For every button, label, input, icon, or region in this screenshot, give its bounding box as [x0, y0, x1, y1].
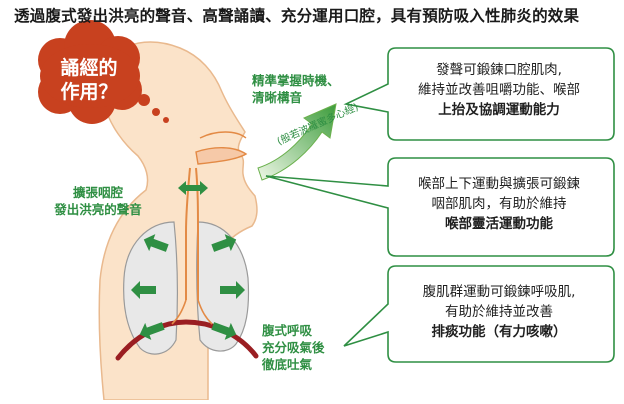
callout-line: 有助於維持並改善 — [445, 304, 553, 320]
thought-bubble-dot — [138, 94, 150, 106]
pharynx-label-line-2: 發出洪亮的聲音 — [54, 202, 142, 217]
callout-line: 腹肌群運動可鍛鍊呼吸肌, — [422, 284, 576, 300]
callout-mouth: 發聲可鍛鍊口腔肌肉, 維持並改善咀嚼功能、喉部 上抬及協調運動能力 — [390, 60, 608, 120]
callout-frame-3 — [343, 265, 615, 363]
callout-line-emphasis: 喉部靈活運動功能 — [445, 216, 553, 232]
cloud-line-1: 誦經的 — [60, 57, 118, 79]
thought-bubble-dot — [152, 108, 160, 116]
diaphragm — [115, 319, 259, 361]
callout-line: 咽部肌肉，有助於維持 — [431, 196, 567, 212]
arrow-icon — [139, 322, 165, 340]
pharynx-label-line-1: 擴張咽腔 — [72, 185, 123, 200]
callout-frames — [265, 47, 615, 363]
oral-cavity — [195, 147, 248, 165]
pharynx-label: 擴張咽腔 發出洪亮的聲音 — [36, 184, 160, 218]
thought-cloud — [38, 20, 169, 124]
speech-arrow-icon — [257, 103, 337, 181]
callout-line: 維持並改善咀嚼功能、喉部 — [418, 82, 580, 98]
abdomen-label-line-2: 充分吸氣後 — [262, 340, 325, 355]
mouth-label-line-2: 清晰構音 — [252, 90, 303, 105]
abdomen-label-line-1: 腹式呼吸 — [262, 323, 313, 338]
cloud-question: 誦經的 作用？ — [48, 56, 130, 104]
chest-arrows — [131, 234, 245, 340]
bronchi — [171, 299, 213, 325]
abdomen-label: 腹式呼吸 充分吸氣後 徹底吐氣 — [262, 322, 325, 373]
callout-line-emphasis: 上抬及協調運動能力 — [438, 102, 560, 118]
nasal-cavity — [199, 131, 247, 139]
arrow-icon — [211, 234, 237, 252]
pharynx-double-arrow-icon — [178, 181, 208, 195]
cloud-line-2: 作用？ — [60, 81, 118, 103]
arrow-icon — [220, 281, 245, 299]
mouth-label: 精準掌握時機、 清晰構音 — [252, 72, 340, 106]
callout-abdomen: 腹肌群運動可鍛鍊呼吸肌, 有助於維持並改善 排痰功能（有力咳嗽） — [390, 282, 608, 342]
callout-line: 喉部上下運動與擴張可鍛鍊 — [418, 176, 580, 192]
callout-frame-2 — [265, 157, 615, 257]
callout-line: 發聲可鍛鍊口腔肌肉, — [436, 62, 562, 78]
page-title: 透過腹式發出洪亮的聲音、高聲誦讀、充分運用口腔，具有預防吸入性肺炎的效果 — [14, 7, 580, 25]
airway — [185, 167, 199, 300]
arrow-icon — [211, 322, 237, 340]
callout-frame-1 — [343, 47, 615, 141]
arrow-icon — [131, 281, 156, 299]
abdomen-label-line-3: 徹底吐氣 — [262, 357, 313, 372]
callout-pharynx: 喉部上下運動與擴張可鍛鍊 咽部肌肉，有助於維持 喉部靈活運動功能 — [390, 174, 608, 234]
callout-line-emphasis: 排痰功能（有力咳嗽） — [431, 324, 567, 340]
mouth-label-line-1: 精準掌握時機、 — [252, 73, 340, 88]
arrow-icon — [143, 234, 169, 252]
thought-bubble-dot — [163, 117, 169, 123]
